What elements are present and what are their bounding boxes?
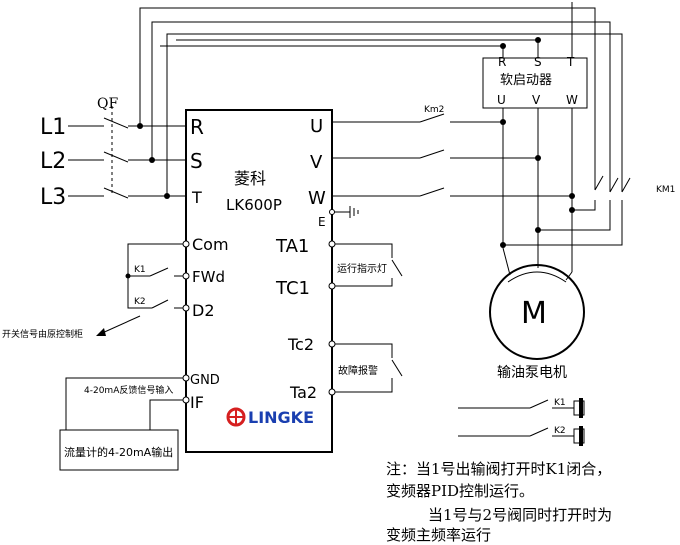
soft-starter-box xyxy=(482,57,588,109)
l1-label: L1 xyxy=(40,115,66,140)
terminal-v: V xyxy=(310,152,323,173)
note-line-1: 注：当1号出输阀打开时K1闭合， xyxy=(386,460,611,478)
run-lamp-label: 运行指示灯 xyxy=(337,262,387,275)
valve-k2-label: K2 xyxy=(554,426,566,436)
motor-u xyxy=(502,247,511,276)
fault-alarm-label: 故障报警 xyxy=(338,364,378,377)
analog-input-label: 4-20mA反馈信号输入 xyxy=(84,384,173,396)
qf-label: QF xyxy=(97,96,118,112)
tc1-wire xyxy=(332,278,393,287)
km1-label: KM1 xyxy=(656,185,675,195)
u-contact xyxy=(419,113,445,123)
if-wire xyxy=(149,399,186,430)
valve-k1-label: K1 xyxy=(554,398,566,408)
signal-arrow xyxy=(99,315,141,335)
signal-arrow-head xyxy=(96,328,106,336)
km1-wire-1 xyxy=(572,200,596,211)
junction-dots xyxy=(125,37,575,279)
soft-bottom-v: V xyxy=(532,93,541,107)
tc2-wire xyxy=(332,343,393,358)
note-line-3: 当1号与2号阀同时打开时为 xyxy=(428,506,612,524)
k1-label: K1 xyxy=(134,265,146,275)
flowmeter-box xyxy=(59,429,179,471)
soft-starter-label: 软启动器 xyxy=(500,73,552,88)
terminal-if: IF xyxy=(190,393,204,412)
terminal-r: R xyxy=(190,115,204,139)
soft-top-t: T xyxy=(566,55,575,69)
ta2-wire xyxy=(332,378,393,393)
note-line-4: 变频主频率运行 xyxy=(386,526,491,544)
soft-top-s: S xyxy=(534,55,542,69)
motor-circle xyxy=(489,264,585,360)
soft-bottom-w: W xyxy=(566,93,578,107)
v-contact xyxy=(419,149,445,159)
tc2-contact xyxy=(391,359,403,377)
motor-ring xyxy=(507,271,567,283)
motor-symbol: M xyxy=(521,296,547,331)
km1-b xyxy=(609,177,619,193)
terminal-t: T xyxy=(191,188,202,207)
terminal-w: W xyxy=(308,188,326,209)
terminal-com: Com xyxy=(192,235,229,254)
km1-wire-2 xyxy=(538,200,611,231)
terminal-d2: D2 xyxy=(192,301,215,320)
inverter-model: LK600P xyxy=(226,196,282,214)
terminal-fwd: FWd xyxy=(192,268,225,286)
terminal-gnd: GND xyxy=(190,373,220,388)
soft-bottom-u: U xyxy=(497,93,506,107)
km1-wire-3 xyxy=(503,200,623,246)
terminal-tc2: Tc2 xyxy=(287,335,314,354)
brand-name: LINGKE xyxy=(248,408,314,427)
k2-label: K2 xyxy=(134,297,146,307)
valve1-switch xyxy=(529,399,549,409)
terminal-rings xyxy=(182,209,336,404)
bus-line-1 xyxy=(139,7,596,190)
km1-a xyxy=(594,175,604,191)
terminal-s: S xyxy=(190,149,203,173)
inverter-box xyxy=(185,109,333,453)
l2-switch xyxy=(103,151,129,163)
motor-label: 输油泵电机 xyxy=(497,365,567,381)
valve2-switch xyxy=(529,427,549,437)
l1-switch xyxy=(103,117,129,129)
soft-top-r: R xyxy=(498,55,506,69)
l3-label: L3 xyxy=(40,185,66,210)
note-line-2: 变频器PID控制运行。 xyxy=(386,482,534,500)
terminal-ta2: Ta2 xyxy=(289,383,317,402)
gnd-wire xyxy=(65,377,186,430)
motor-w xyxy=(565,271,573,281)
l2-label: L2 xyxy=(40,149,66,174)
lingke-logo-icon xyxy=(226,407,246,427)
switch-signal-label: 开关信号由原控制柜 xyxy=(2,328,83,340)
terminal-e: E xyxy=(318,215,326,229)
km1-c xyxy=(621,177,631,193)
terminal-tc1: TC1 xyxy=(275,278,310,299)
km2-label: Km2 xyxy=(424,105,444,115)
k1-switch xyxy=(149,267,169,277)
l3-switch xyxy=(103,187,129,199)
terminal-ta1: TA1 xyxy=(275,236,309,257)
ta1-contact xyxy=(391,259,403,277)
bus-line-3 xyxy=(166,33,623,196)
k2-switch xyxy=(151,299,169,309)
inverter-name: 菱科 xyxy=(234,169,266,188)
flowmeter-label: 流量计的4-20mA输出 xyxy=(64,445,173,459)
ta1-wire xyxy=(332,243,393,258)
bus-line-2 xyxy=(151,21,611,192)
w-contact xyxy=(419,187,445,197)
terminal-u: U xyxy=(310,116,323,137)
